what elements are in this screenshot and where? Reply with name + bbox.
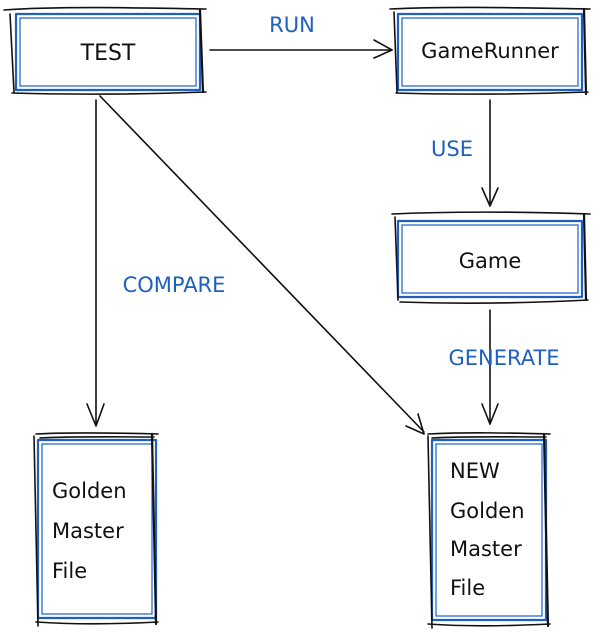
edge-generate: GENERATE — [448, 309, 560, 425]
new-golden-master-line-3: Master — [450, 537, 522, 561]
edge-compare: COMPARE — [86, 99, 226, 427]
node-game: Game — [391, 211, 591, 304]
node-game-runner-label: GameRunner — [421, 39, 559, 63]
edge-run: RUN — [209, 13, 393, 59]
edge-test-to-new-golden-master — [99, 95, 425, 435]
edge-use: USE — [431, 99, 499, 207]
golden-master-line-3: File — [52, 559, 87, 583]
new-golden-master-line-1: NEW — [450, 459, 500, 483]
node-new-golden-master-file: NEW Golden Master File — [427, 432, 551, 629]
new-golden-master-line-2: Golden — [450, 499, 525, 523]
edge-use-label: USE — [431, 137, 473, 161]
node-test-label: TEST — [80, 41, 136, 66]
edge-compare-label: COMPARE — [123, 273, 226, 297]
golden-master-line-2: Master — [52, 519, 124, 543]
node-game-runner: GameRunner — [389, 6, 591, 96]
golden-master-line-1: Golden — [52, 479, 127, 503]
node-golden-master-file: Golden Master File — [33, 432, 159, 627]
edge-generate-label: GENERATE — [448, 346, 559, 370]
node-test: TEST — [3, 6, 207, 95]
new-golden-master-line-4: File — [450, 576, 485, 600]
edge-run-label: RUN — [269, 13, 315, 37]
node-game-label: Game — [459, 249, 522, 273]
